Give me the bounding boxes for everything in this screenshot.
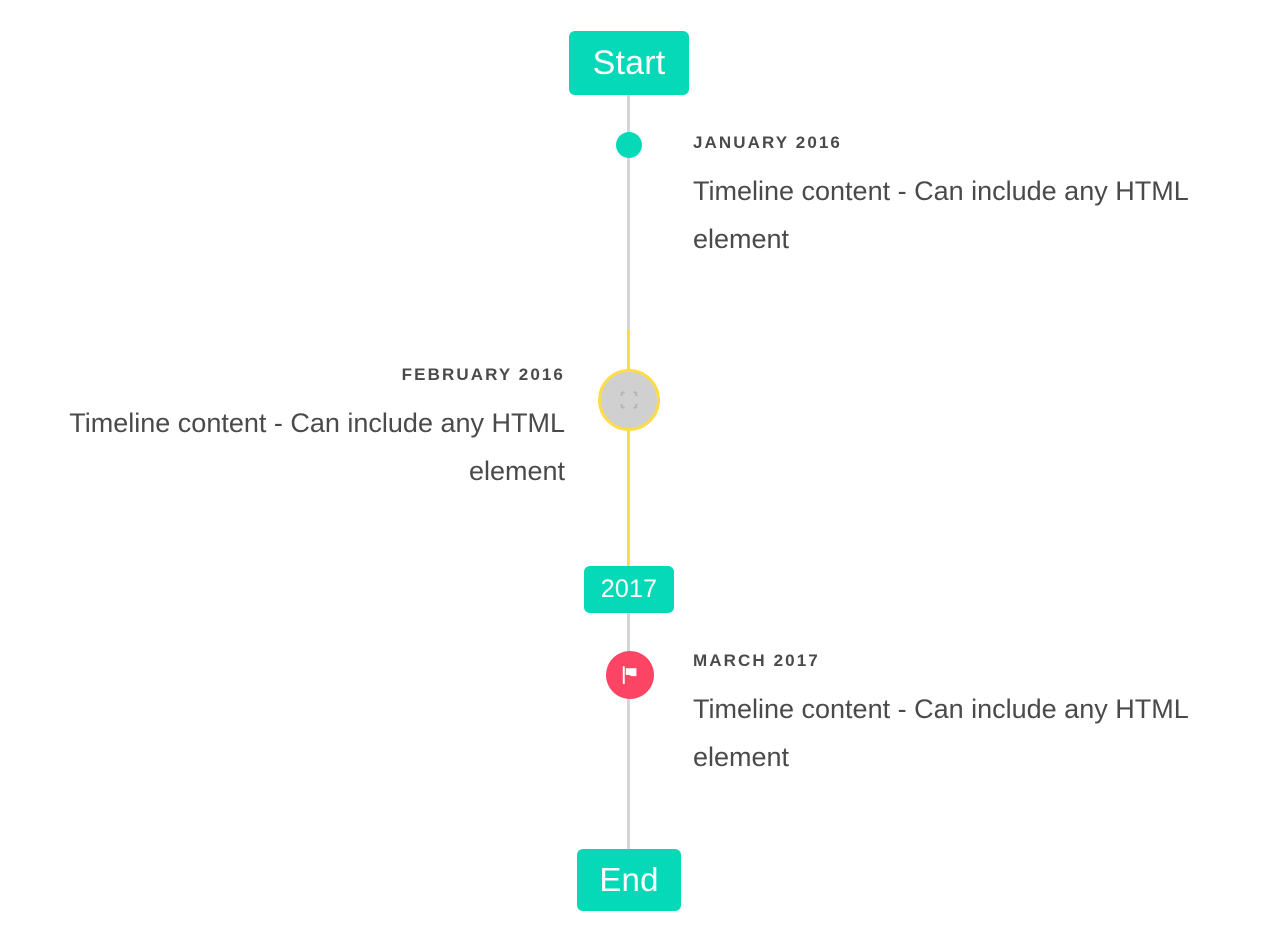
timeline-entry-body: Timeline content - Can include any HTML …	[693, 694, 1188, 773]
timeline-axis-segment-lower	[627, 608, 630, 854]
timeline-entry-heading: MARCH 2017	[693, 651, 820, 670]
timeline-year-badge[interactable]: 2017	[584, 566, 674, 613]
timeline-entry-heading: FEBRUARY 2016	[401, 365, 565, 384]
timeline-entry-heading: JANUARY 2016	[693, 133, 842, 152]
timeline-start-badge[interactable]: Start	[569, 31, 689, 95]
flag-icon	[622, 665, 637, 685]
timeline-entry-january: JANUARY 2016 Timeline content - Can incl…	[693, 133, 1238, 263]
timeline-marker-dot-icon[interactable]	[616, 132, 642, 158]
timeline-entry-body: Timeline content - Can include any HTML …	[693, 176, 1188, 255]
timeline-axis-segment-upper	[627, 88, 630, 332]
timeline-marker-flag-icon[interactable]	[606, 651, 654, 699]
timeline-entry-march: MARCH 2017 Timeline content - Can includ…	[693, 651, 1238, 781]
timeline-axis-segment-highlighted	[627, 330, 630, 570]
timeline-entry-february: FEBRUARY 2016 Timeline content - Can inc…	[20, 365, 565, 495]
timeline-end-badge[interactable]: End	[577, 849, 681, 911]
timeline-entry-body: Timeline content - Can include any HTML …	[69, 408, 565, 487]
timeline-marker-broken-image-icon[interactable]	[598, 369, 660, 431]
broken-image-icon	[620, 391, 638, 409]
